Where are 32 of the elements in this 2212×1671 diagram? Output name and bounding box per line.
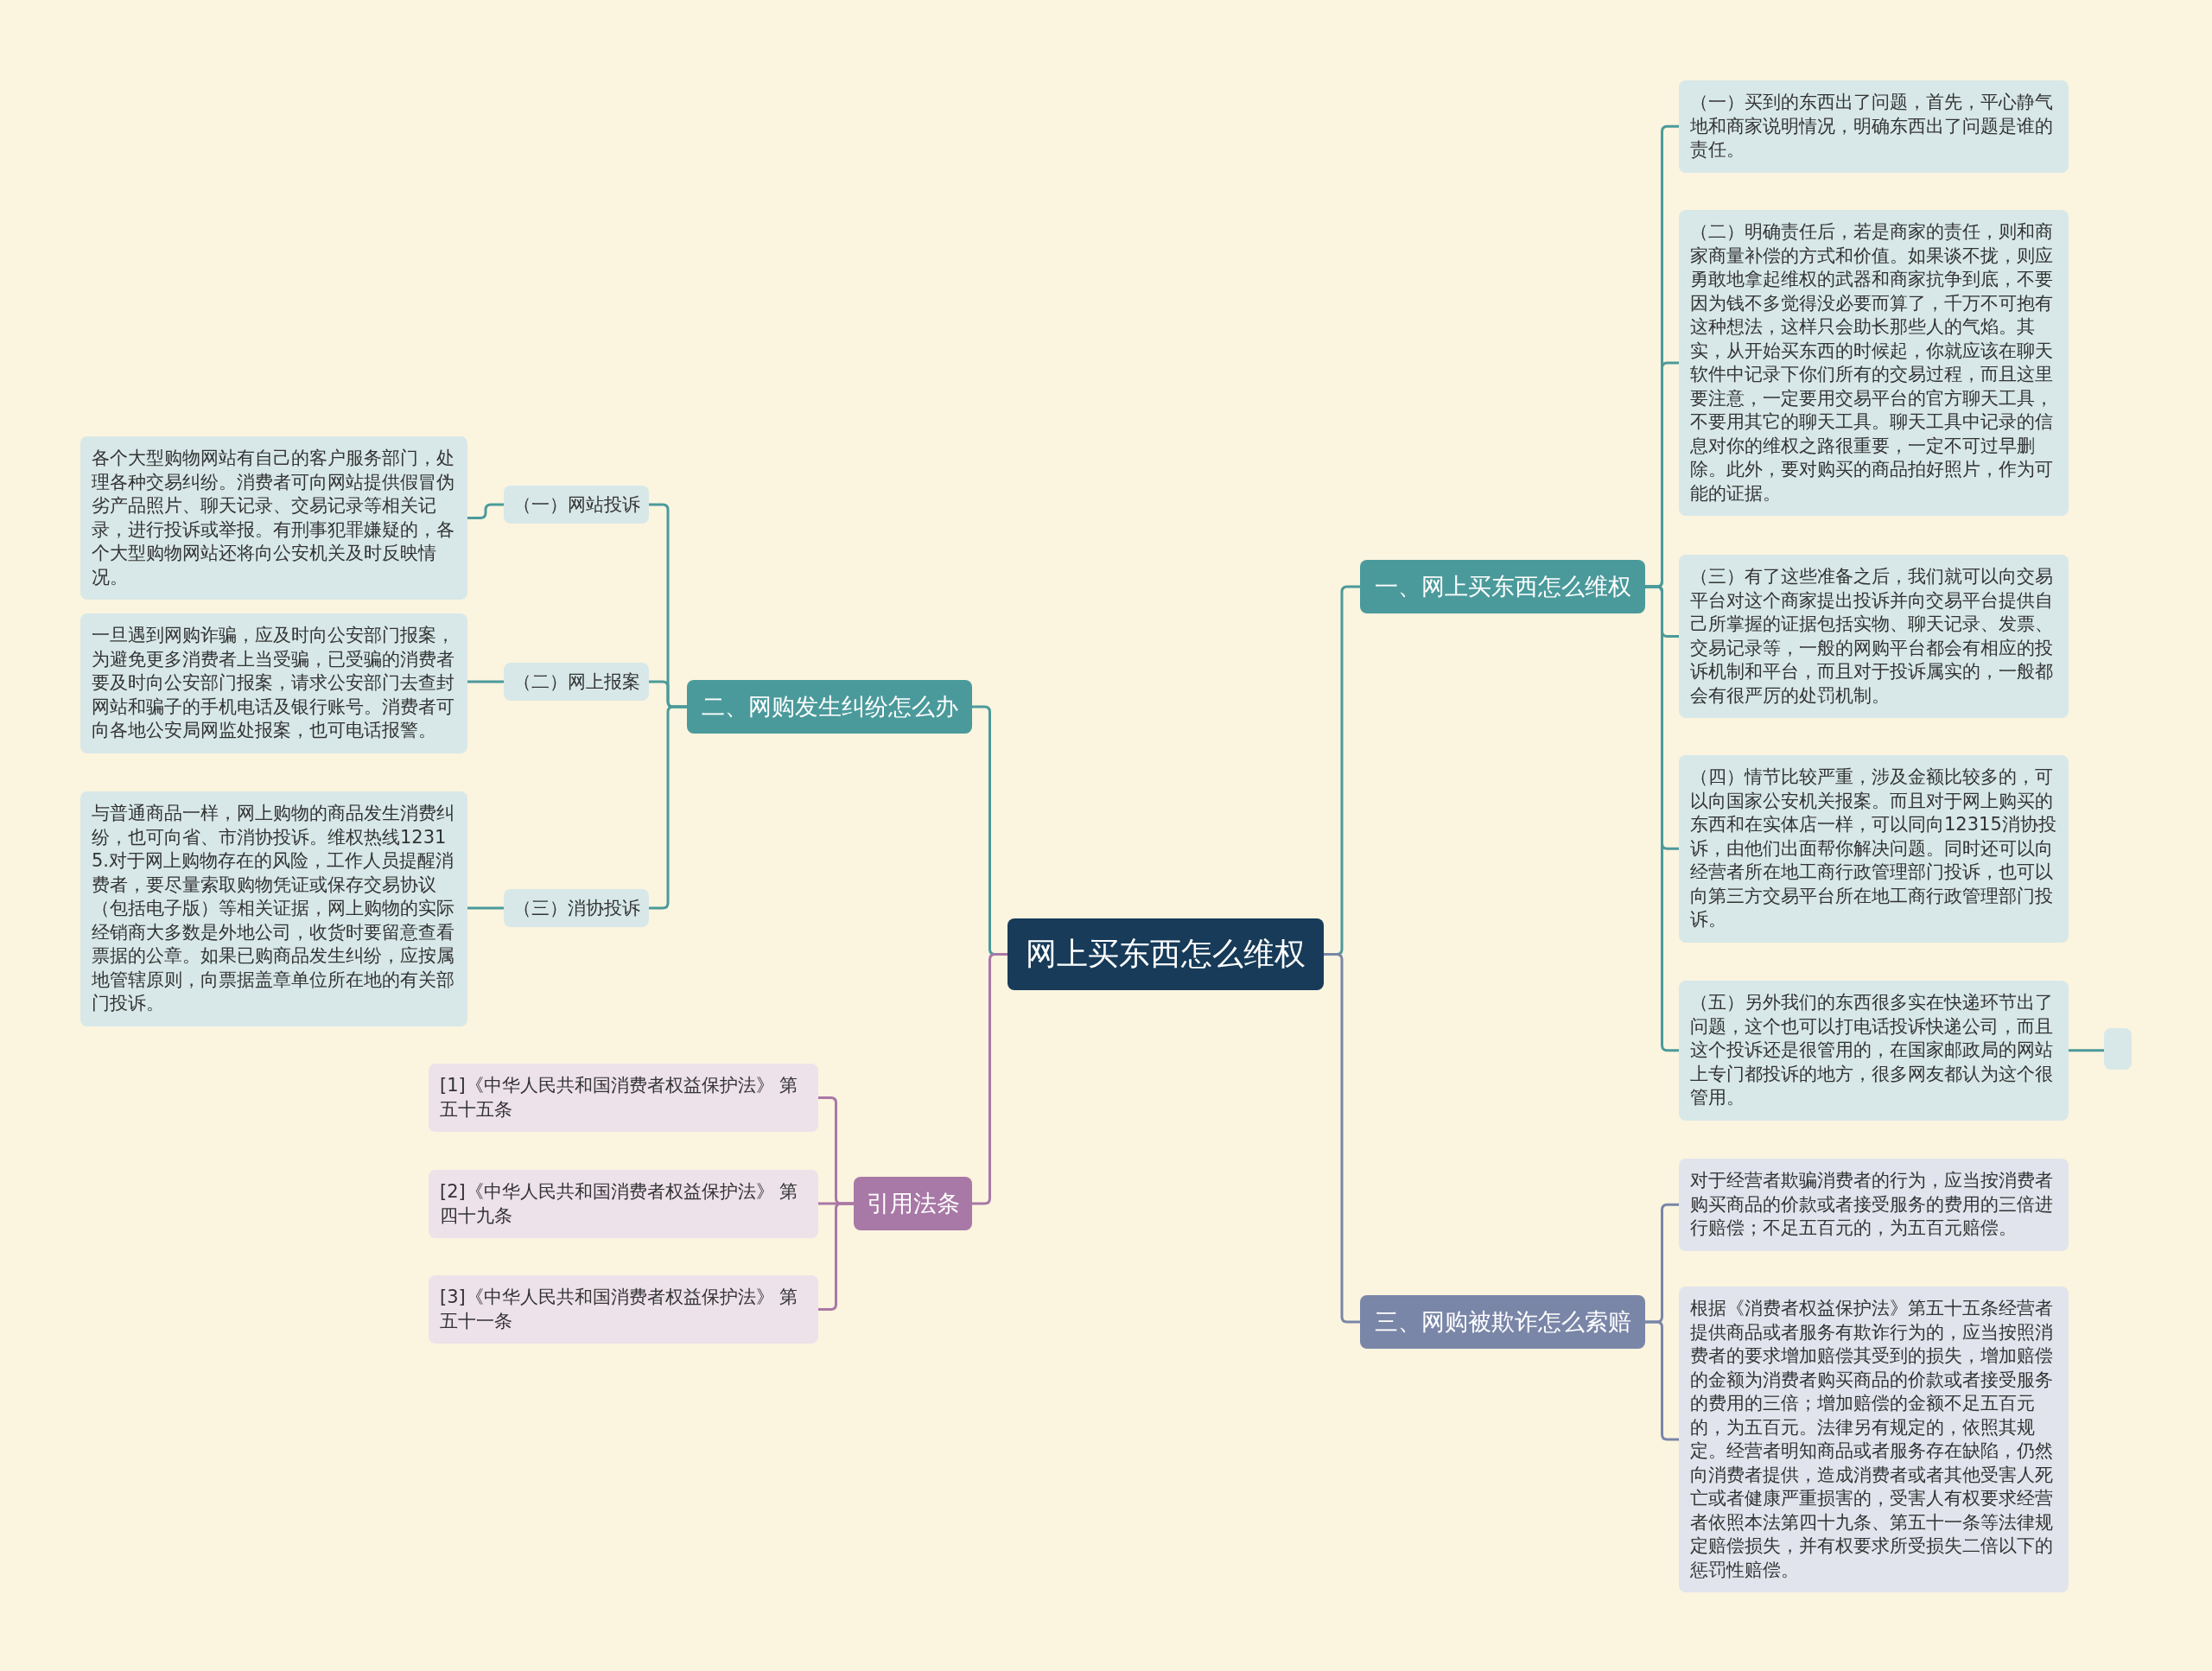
connector-line xyxy=(1645,1320,1679,1441)
note-card: 一旦遇到网购诈骗，应及时向公安部门报案，为避免更多消费者上当受骗，已受骗的消费者要及时向公安部门报案，请求公安部门去查封网站和骗子的手机电话及银行账号。消费者可向各地公安局网监处报案，也可电话报警。 xyxy=(80,613,467,753)
note-card: （二）明确责任后，若是商家的责任，则和商家商量补偿的方式和价值。如果谈不拢，则应勇敢地拿起维权的武器和商家抗争到底，不要因为钱不多觉得没必要而算了，千万不可抱有这种想法，这样只会助长那些人的气焰。其实，从开始买东西的时候起，你就应该在聊天软件中记录下你们所有的交易过程，而且这里要注意，一定要用交易平台的官方聊天工具，不要用其它的聊天工具。聊天工具中记录的信息对你的维权之路很重要，一定不可过早删除。此外，要对购买的商品拍好照片，作为可能的证据。 xyxy=(1679,210,2069,516)
subtopic-label: （二）网上报案 xyxy=(504,663,649,701)
connector-line xyxy=(818,1202,854,1311)
note-card: [1]《中华人民共和国消费者权益保护法》 第五十五条 xyxy=(429,1064,818,1132)
note-card: （一）买到的东西出了问题，首先，平心静气地和商家说明情况，明确东西出了问题是谁的责任。 xyxy=(1679,80,2069,173)
connector-line xyxy=(1645,585,1679,1052)
note-card: [2]《中华人民共和国消费者权益保护法》 第四十九条 xyxy=(429,1170,818,1238)
connector-line xyxy=(972,953,1007,1205)
note-card: 根据《消费者权益保护法》第五十五条经营者提供商品或者服务有欺诈行为的，应当按照消费者的要求增加赔偿其受到的损失，增加赔偿的金额为消费者购买商品的价款或者接受服务的费用的三倍；增加赔偿的金额不足五百元的，为五百元。法律另有规定的，依照其规定。经营者明知商品或者服务存在缺陷，仍然向消费者提供，造成消费者或者其他受害人死亡或者健康严重损害的，受害人有权要求经营者依照本法第四十九条、第五十一条等法律规定赔偿损失，并有权要求所受损失二倍以下的惩罚性赔偿。 xyxy=(1679,1287,2069,1592)
note-card: （五）另外我们的东西很多实在快递环节出了问题，这个也可以打电话投诉快递公司，而且这个投诉还是很管用的，在国家邮政局的网站上专门都投诉的地方，很多网友都认为这个很管用。 xyxy=(1679,981,2069,1121)
note-card: 与普通商品一样，网上购物的商品发生消费纠纷，也可向省、市消协投诉。维权热线12315.对于网上购物存在的风险，工作人员提醒消费者，要尽量索取购物凭证或保存交易协议（包括电子版）等相关证据，网上购物的实际经销商大多数是外地公司，收货时要留意查看票据的公章。如果已购商品发生纠纷，应按属地管辖原则，向票据盖章单位所在地的有关部门投诉。 xyxy=(80,791,467,1026)
note-card: （四）情节比较严重，涉及金额比较多的，可以向国家公安机关报案。而且对于网上购买的东西和在实体店一样，可以同向12315消协投诉，由他们出面帮你解决问题。同时还可以向经营者所在地工商行政管理部门投诉，也可以向第三方交易平台所在地工商行政管理部门投诉。 xyxy=(1679,755,2069,943)
connector-line xyxy=(467,680,504,683)
branch-topic: 二、网购发生纠纷怎么办 xyxy=(687,680,972,734)
branch-topic: 引用法条 xyxy=(854,1177,972,1230)
connector-line xyxy=(1324,953,1360,1324)
note-card: [3]《中华人民共和国消费者权益保护法》 第五十一条 xyxy=(429,1275,818,1344)
note-card: 对于经营者欺骗消费者的行为，应当按消费者购买商品的价款或者接受服务的费用的三倍进行赔偿；不足五百元的，为五百元赔偿。 xyxy=(1679,1159,2069,1251)
connector-line xyxy=(467,906,504,910)
branch-topic: 一、网上买东西怎么维权 xyxy=(1360,560,1645,613)
connector-line xyxy=(649,705,687,910)
empty-box xyxy=(2104,1028,2132,1070)
connector-line xyxy=(2069,1049,2104,1052)
central-topic: 网上买东西怎么维权 xyxy=(1007,918,1324,990)
connector-line xyxy=(467,503,504,519)
subtopic-label: （一）网站投诉 xyxy=(504,486,649,524)
note-card: 各个大型购物网站有自己的客户服务部门，处理各种交易纠纷。消费者可向网站提供假冒伪劣产品照片、聊天记录、交易记录等相关记录，进行投诉或举报。有刑事犯罪嫌疑的，各个大型购物网站还将向公安机关及时反映情况。 xyxy=(80,436,467,600)
branch-topic: 三、网购被欺诈怎么索赔 xyxy=(1360,1295,1645,1349)
subtopic-label: （三）消协投诉 xyxy=(504,889,649,927)
note-card: （三）有了这些准备之后，我们就可以向交易平台对这个商家提出投诉并向交易平台提供自己所掌握的证据包括实物、聊天记录、发票、交易记录等，一般的网购平台都会有相应的投诉机制和平台，而且对于投诉属实的，一般都会有很严厉的处罚机制。 xyxy=(1679,555,2069,718)
